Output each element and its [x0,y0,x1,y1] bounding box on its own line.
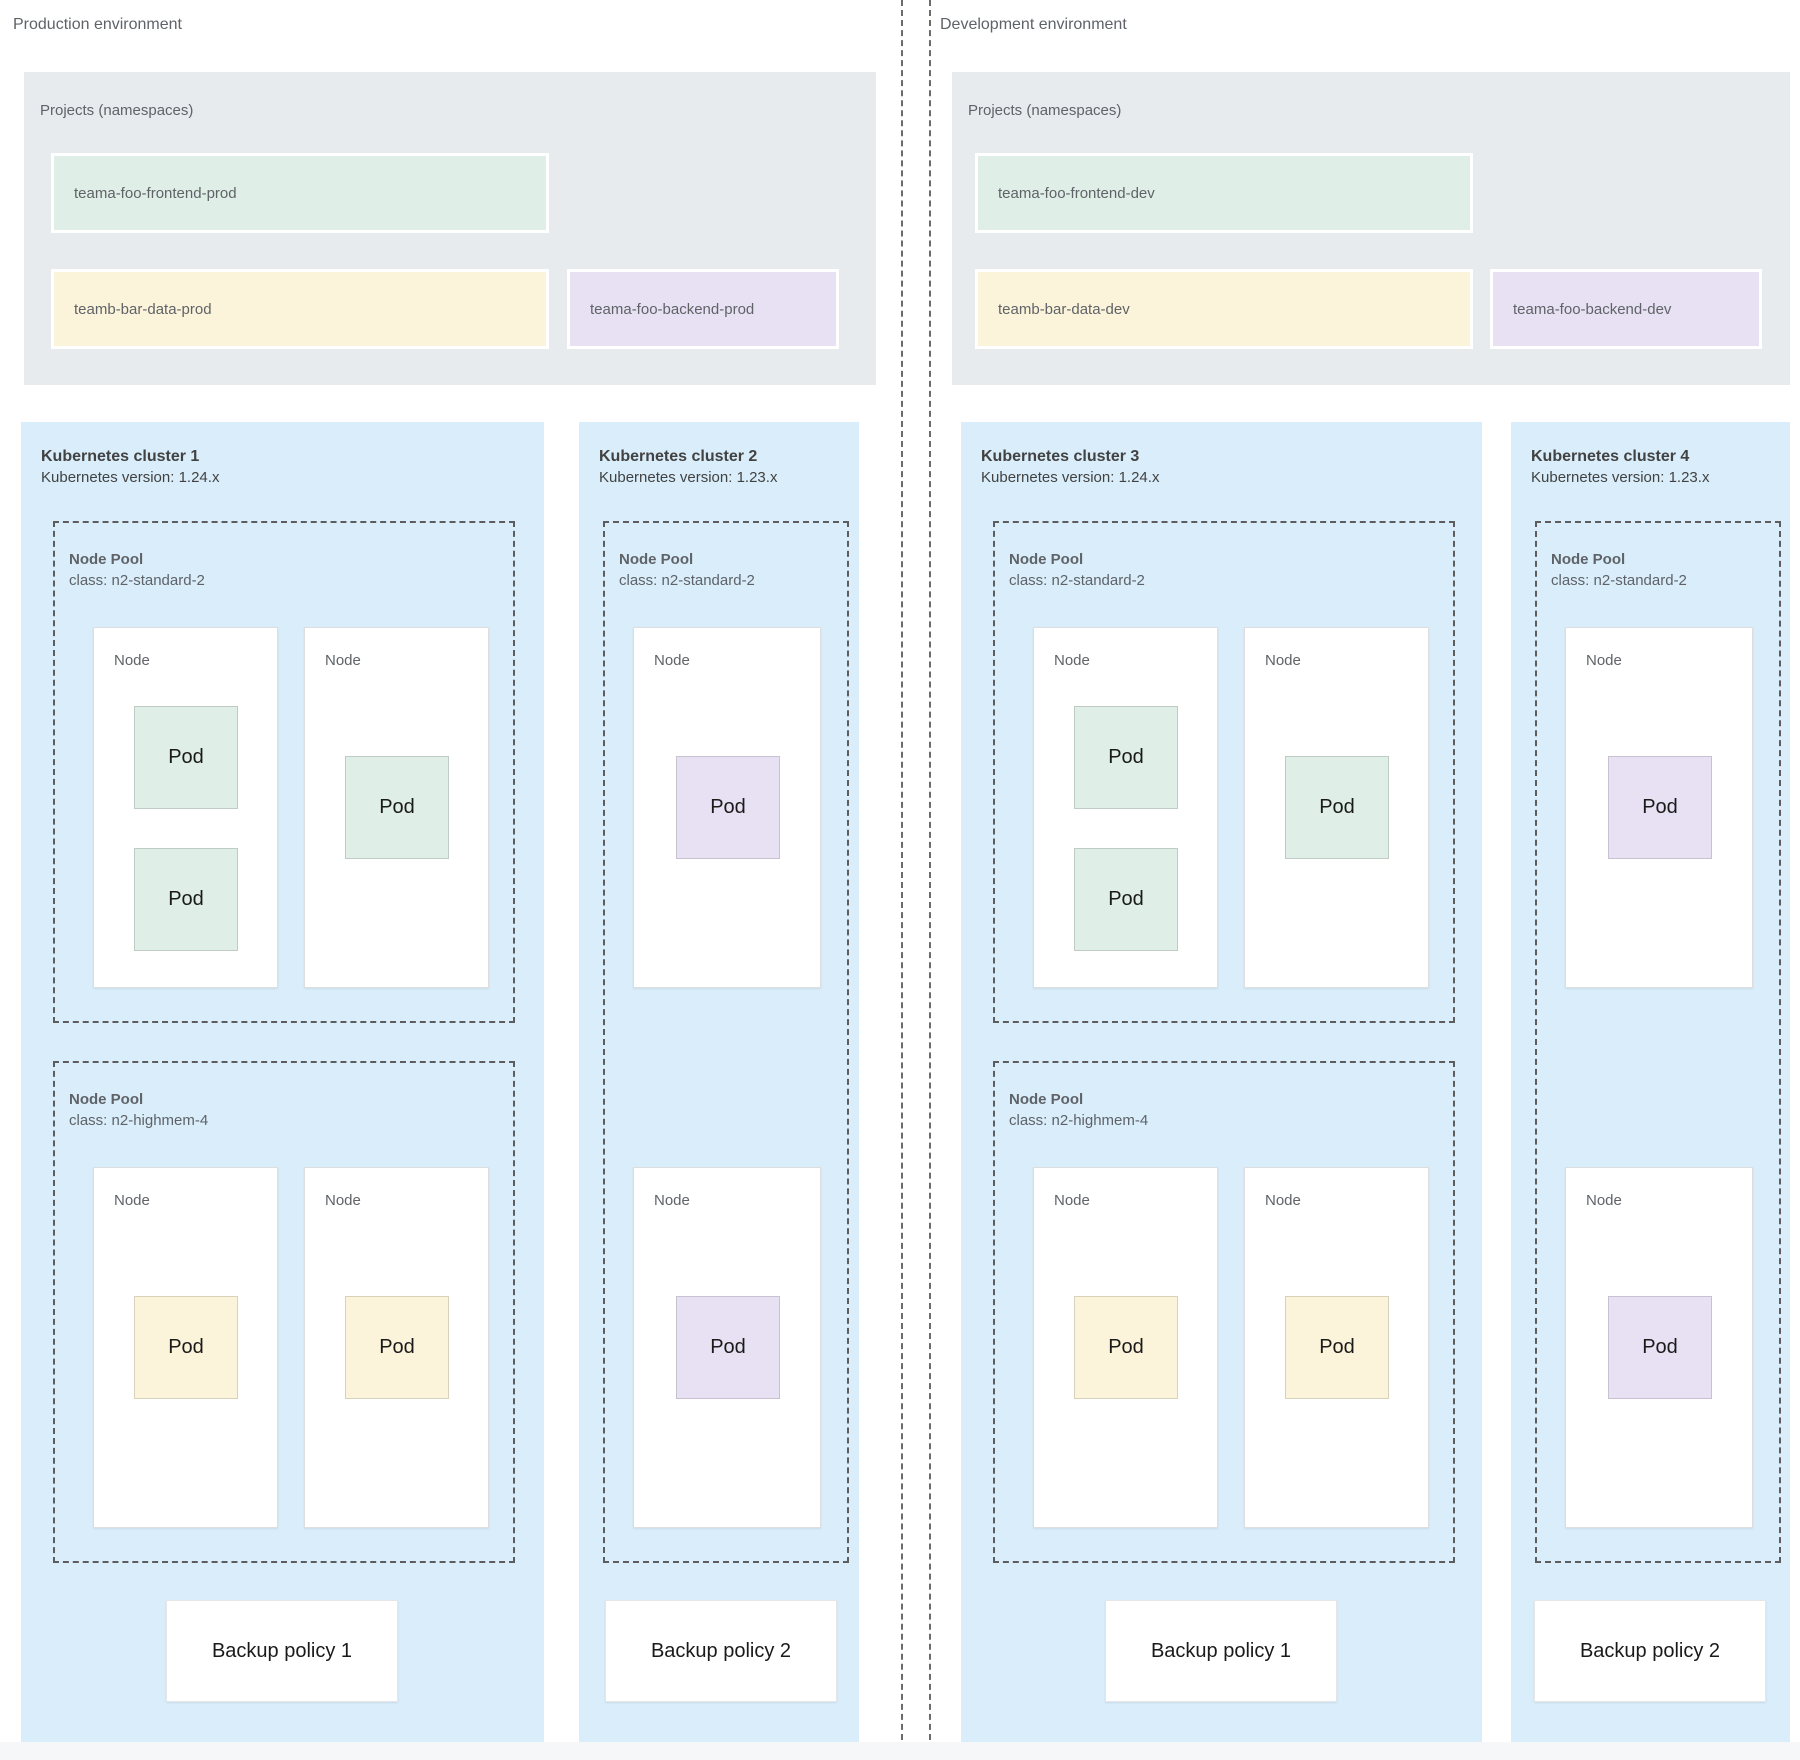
projects-panel-development: Projects (namespaces) teama-foo-frontend… [952,72,1790,385]
project-name: teama-foo-frontend-prod [74,184,237,202]
node-pool-title: Node Pool class: n2-standard-2 [1009,551,1145,589]
production-environment-label: Production environment [13,16,182,33]
kubernetes-cluster-4: Kubernetes cluster 4 Kubernetes version:… [1511,422,1790,1742]
node: Node Pod [1244,627,1429,988]
pod: Pod [134,706,238,809]
kubernetes-cluster-3: Kubernetes cluster 3 Kubernetes version:… [961,422,1482,1742]
pod: Pod [676,1296,780,1399]
bottom-edge-strip [0,1742,1800,1760]
node: Node Pod [1244,1167,1429,1528]
node: Node Pod Pod [1033,627,1218,988]
pod: Pod [676,756,780,859]
project-name: teamb-bar-data-prod [74,300,212,318]
cluster-name: Kubernetes cluster 3 [981,448,1140,465]
project-name: teamb-bar-data-dev [998,300,1130,318]
node: Node Pod [1565,627,1753,988]
node: Node Pod [633,1167,821,1528]
node-pool: Node Pool class: n2-standard-2 Node Pod … [53,521,515,1023]
node-pool: Node Pool class: n2-highmem-4 Node Pod N… [993,1061,1455,1563]
project-namespace-box: teama-foo-frontend-prod [51,153,549,233]
backup-policy: Backup policy 2 [605,1600,837,1702]
node-pool: Node Pool class: n2-standard-2 Node Pod … [1535,521,1781,1563]
node-pool-title: Node Pool class: n2-highmem-4 [1009,1091,1149,1129]
project-namespace-box: teama-foo-frontend-dev [975,153,1473,233]
project-namespace-box: teama-foo-backend-prod [567,269,839,349]
project-name: teama-foo-backend-dev [1513,300,1672,318]
cluster-version: Kubernetes version: 1.23.x [1531,469,1710,486]
node: Node Pod [633,627,821,988]
projects-panel-production: Projects (namespaces) teama-foo-frontend… [24,72,876,385]
node-pool: Node Pool class: n2-standard-2 Node Pod … [603,521,849,1563]
pod: Pod [1608,1296,1712,1399]
node: Node Pod [304,627,489,988]
node-pool: Node Pool class: n2-standard-2 Node Pod … [993,521,1455,1023]
node: Node Pod [304,1167,489,1528]
cluster-title: Kubernetes cluster 4 Kubernetes version:… [1531,446,1709,488]
project-name: teama-foo-backend-prod [590,300,755,318]
project-namespace-box: teama-foo-backend-dev [1490,269,1762,349]
backup-policy: Backup policy 2 [1534,1600,1766,1702]
environment-divider-line-right [929,0,931,1760]
projects-panel-title: Projects (namespaces) [40,102,194,119]
node-pool-title: Node Pool class: n2-standard-2 [619,551,755,589]
project-namespace-box: teamb-bar-data-prod [51,269,549,349]
pod: Pod [1074,848,1178,951]
cluster-name: Kubernetes cluster 4 [1531,448,1690,465]
pod: Pod [1285,1296,1389,1399]
cluster-title: Kubernetes cluster 2 Kubernetes version:… [599,446,777,488]
cluster-title: Kubernetes cluster 1 Kubernetes version:… [41,446,219,488]
pod: Pod [1608,756,1712,859]
pod: Pod [345,1296,449,1399]
node: Node Pod [1033,1167,1218,1528]
pod: Pod [1285,756,1389,859]
node: Node Pod Pod [93,627,278,988]
node-pool-title: Node Pool class: n2-highmem-4 [69,1091,209,1129]
environment-divider-line-left [901,0,903,1760]
node-pool: Node Pool class: n2-highmem-4 Node Pod N… [53,1061,515,1563]
project-namespace-box: teamb-bar-data-dev [975,269,1473,349]
cluster-version: Kubernetes version: 1.23.x [599,469,778,486]
kubernetes-cluster-1: Kubernetes cluster 1 Kubernetes version:… [21,422,544,1742]
pod: Pod [1074,706,1178,809]
pod: Pod [134,848,238,951]
backup-policy: Backup policy 1 [1105,1600,1337,1702]
projects-panel-title: Projects (namespaces) [968,102,1122,119]
pod: Pod [134,1296,238,1399]
pod: Pod [345,756,449,859]
kubernetes-cluster-2: Kubernetes cluster 2 Kubernetes version:… [579,422,859,1742]
cluster-name: Kubernetes cluster 2 [599,448,758,465]
cluster-version: Kubernetes version: 1.24.x [981,469,1160,486]
cluster-version: Kubernetes version: 1.24.x [41,469,220,486]
node: Node Pod [93,1167,278,1528]
cluster-title: Kubernetes cluster 3 Kubernetes version:… [981,446,1159,488]
pod: Pod [1074,1296,1178,1399]
backup-policy: Backup policy 1 [166,1600,398,1702]
node: Node Pod [1565,1167,1753,1528]
project-name: teama-foo-frontend-dev [998,184,1155,202]
node-pool-title: Node Pool class: n2-standard-2 [1551,551,1687,589]
node-pool-title: Node Pool class: n2-standard-2 [69,551,205,589]
cluster-name: Kubernetes cluster 1 [41,448,200,465]
development-environment-label: Development environment [940,16,1127,33]
